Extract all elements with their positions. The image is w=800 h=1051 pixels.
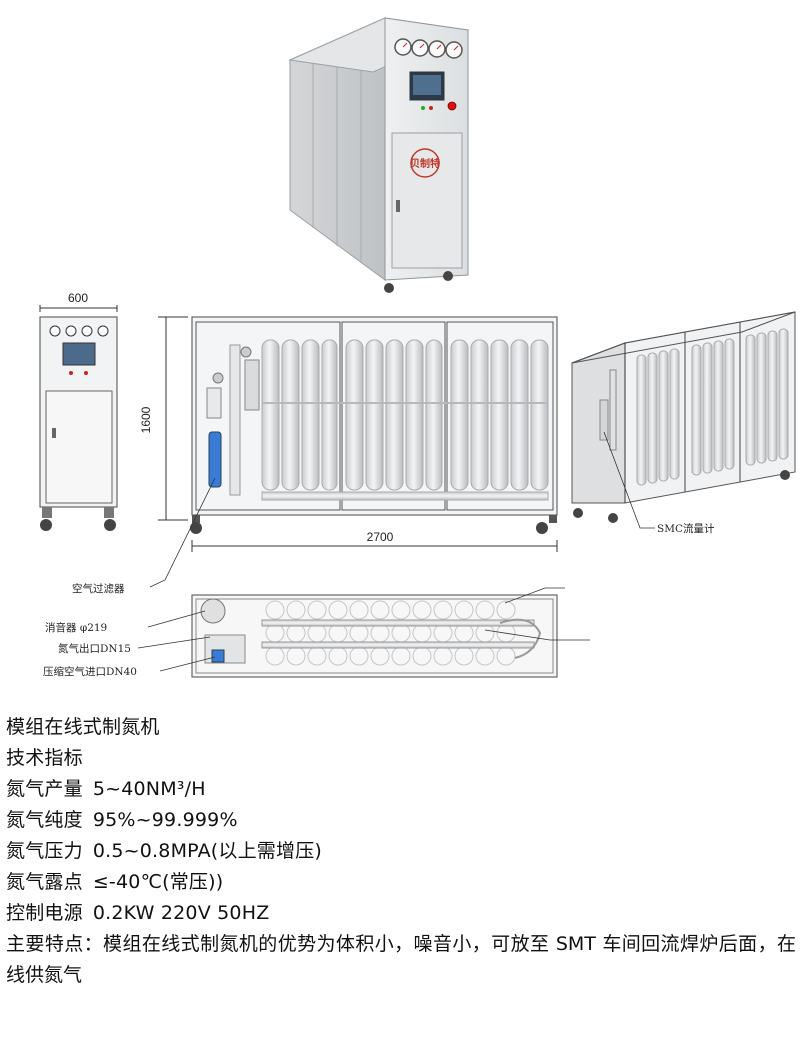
- spec-label: 控制电源: [6, 902, 83, 924]
- spec-label: 氮气产量: [6, 778, 83, 800]
- spec-value: ≤-40℃(常压)): [92, 871, 224, 893]
- spec-label: 氮气露点: [6, 871, 83, 893]
- dim-width: 600: [68, 291, 88, 305]
- product-figure: 贝制特 600 1600: [39, 17, 796, 678]
- spec-row: 氮气压力 0.5~0.8MPA(以上需增压): [6, 836, 796, 867]
- spec-label: 氮气纯度: [6, 809, 83, 831]
- spec-section: 模组在线式制氮机 技术指标 氮气产量 5~40NM³/H 氮气纯度 95%~99.9…: [6, 712, 796, 991]
- spec-row: 氮气露点 ≤-40℃(常压)): [6, 867, 796, 898]
- callouts-left: 空气过滤器 消音器 φ219 氮气出口DN15 压缩空气进口DN40: [43, 477, 216, 678]
- spec-row: 控制电源 0.2KW 220V 50HZ: [6, 898, 796, 929]
- spec-value: 95%~99.999%: [92, 809, 238, 831]
- spec-row: 氮气纯度 95%~99.999%: [6, 805, 796, 836]
- spec-row: 氮气产量 5~40NM³/H: [6, 774, 796, 805]
- callout-compressed-air-inlet: 压缩空气进口DN40: [43, 665, 137, 678]
- spec-value: 5~40NM³/H: [92, 778, 206, 800]
- front-view-drawing: 600: [39, 291, 118, 531]
- air-filter-icon: [208, 431, 222, 488]
- emergency-stop-icon: [447, 101, 457, 111]
- brand-logo: 贝制特: [410, 148, 440, 178]
- plan-view-drawing: [191, 587, 590, 678]
- pressure-gauge-icon: [394, 38, 463, 59]
- callout-nitrogen-outlet: 氮气出口DN15: [58, 642, 131, 655]
- spec-value: 0.2KW 220V 50HZ: [92, 902, 270, 924]
- callout-smc-flowmeter: SMC流量计: [657, 522, 715, 535]
- callout-air-filter: 空气过滤器: [72, 582, 125, 595]
- muffler-icon: [200, 598, 226, 624]
- spec-heading: 技术指标: [6, 747, 83, 769]
- spec-label: 氮气压力: [6, 840, 83, 862]
- cabinet-photo: 贝制特: [288, 17, 470, 293]
- product-title: 模组在线式制氮机: [6, 716, 160, 738]
- svg-text:贝制特: 贝制特: [410, 157, 440, 170]
- isometric-view-drawing: SMC流量计: [571, 311, 796, 535]
- dim-length: 2700: [367, 530, 394, 544]
- callout-muffler: 消音器 φ219: [45, 621, 107, 634]
- side-view-drawing: 1600: [139, 316, 558, 552]
- dim-height: 1600: [139, 406, 153, 433]
- features-text: 主要特点：模组在线式制氮机的优势为体积小，噪音小，可放至 SMT 车间回流焊炉后…: [6, 933, 796, 986]
- spec-value: 0.5~0.8MPA(以上需增压): [92, 840, 323, 862]
